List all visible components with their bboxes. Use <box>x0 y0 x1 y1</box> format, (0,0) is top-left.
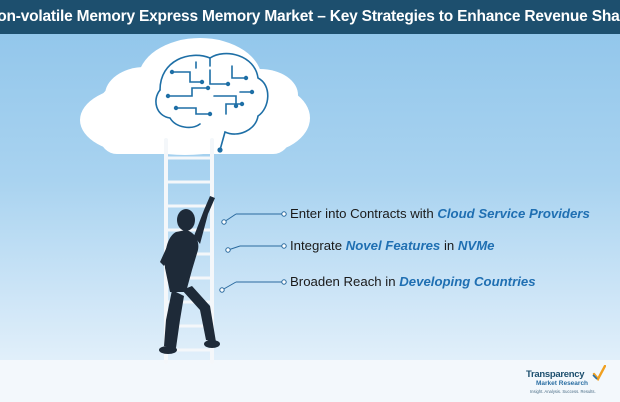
cloud <box>80 38 310 155</box>
logo-name: Transparency <box>526 369 585 380</box>
strategy-2-middle: in <box>440 238 458 253</box>
climbing-man <box>159 196 220 354</box>
strategy-2-highlight: Novel Features <box>345 238 441 253</box>
strategy-item-1: Enter into Contracts with Cloud Service … <box>290 206 590 221</box>
strategy-item-2: Integrate Novel Features in NVMe <box>290 238 495 253</box>
strategy-1-text: Enter into Contracts with <box>290 206 438 221</box>
strategy-1-highlight: Cloud Service Providers <box>437 206 590 221</box>
circuit-nodes <box>165 69 255 153</box>
page-title: Non-volatile Memory Express Memory Marke… <box>0 0 620 34</box>
logo-tagline: Insight. Analysis. Success. Results. <box>530 389 596 394</box>
strategy-item-3: Broaden Reach in Developing Countries <box>290 274 536 289</box>
brand-logo: Transparency Market Research Insight. An… <box>524 365 606 398</box>
strategy-3-text: Broaden Reach in <box>290 274 400 289</box>
connector-dots <box>219 211 287 293</box>
strategy-2-text: Integrate <box>290 238 346 253</box>
strategy-3-highlight: Developing Countries <box>399 274 536 289</box>
circuit-brain-icon <box>155 52 269 151</box>
strategy-2-highlight-2: NVMe <box>457 238 495 253</box>
logo-subtitle: Market Research <box>536 380 589 387</box>
connector-lines <box>221 213 283 291</box>
logo-mark-icon <box>592 365 606 381</box>
ground <box>0 360 620 402</box>
